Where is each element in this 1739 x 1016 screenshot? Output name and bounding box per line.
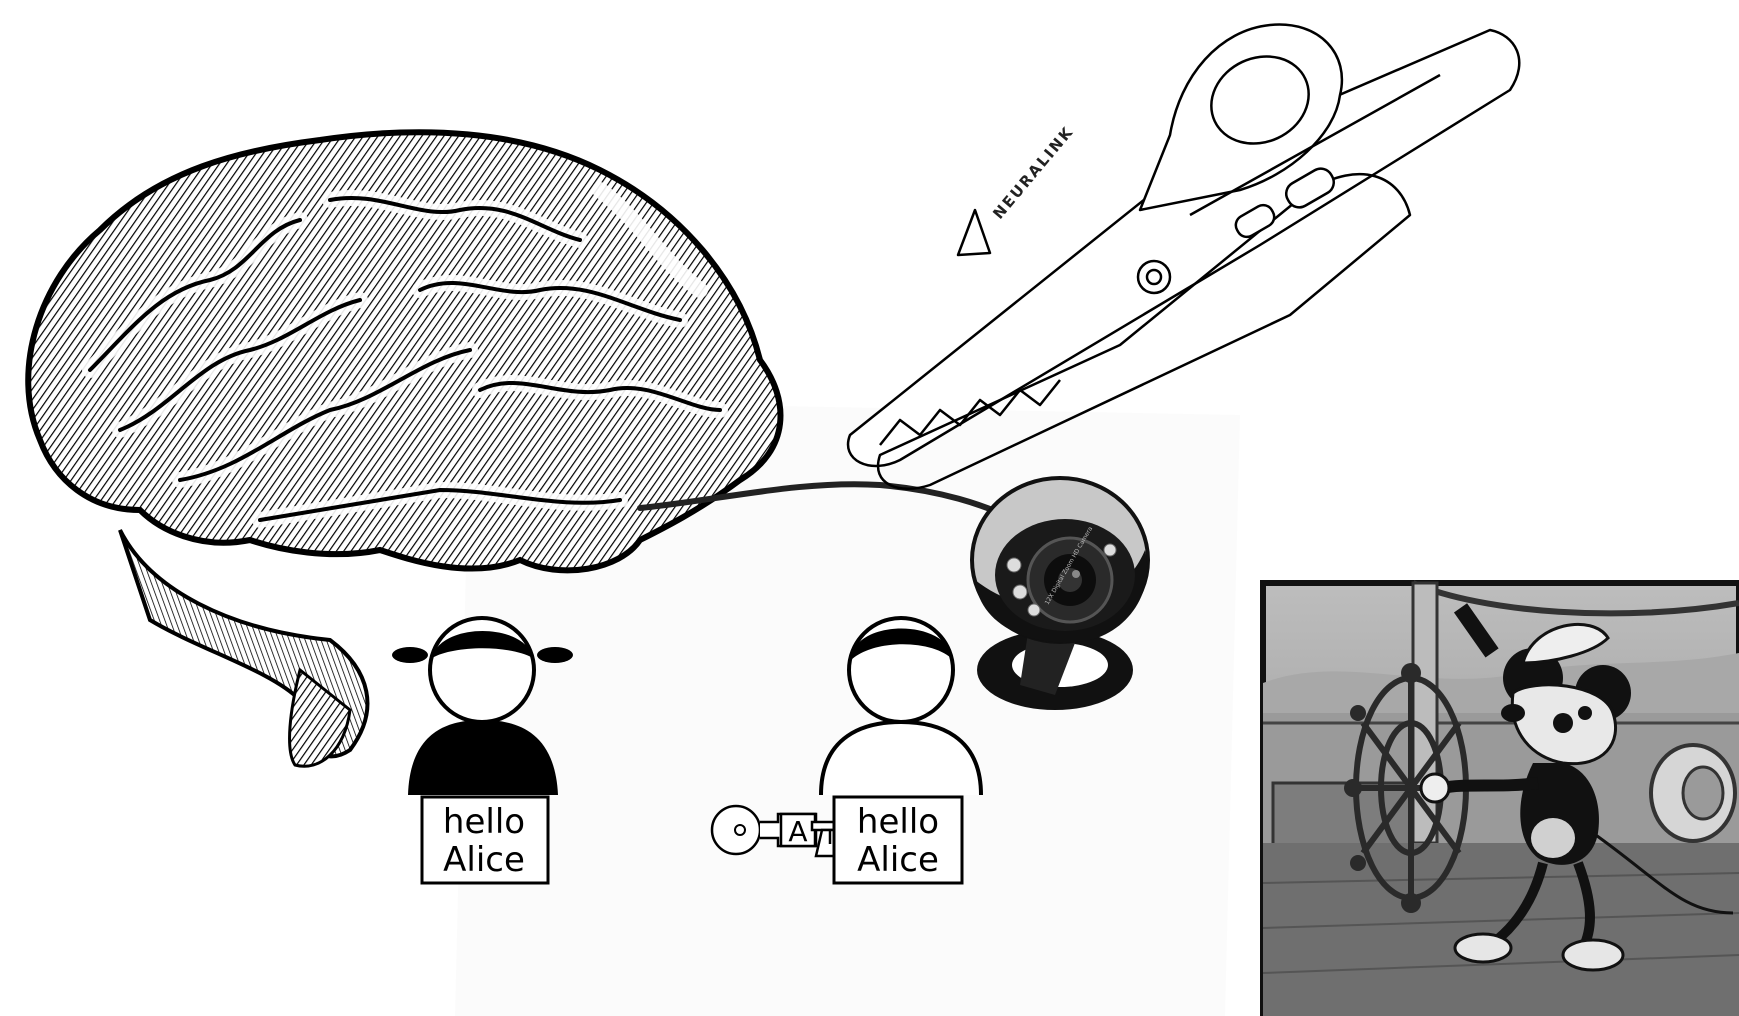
message-box-left: hello Alice xyxy=(420,795,550,887)
person-icon-right xyxy=(815,610,990,795)
key-label: A xyxy=(788,815,807,848)
message-right-line2: Alice xyxy=(857,840,939,880)
person-icon xyxy=(380,610,580,795)
message-right-line1: hello xyxy=(857,802,939,842)
cartoon-still-image xyxy=(1263,583,1739,1016)
webcam-icon: 12X Digital Zoom HD Camera xyxy=(960,470,1160,730)
clip-brand-label: NEURALINK xyxy=(989,123,1077,223)
message-left-line1: hello xyxy=(443,802,525,842)
message-box-right: hello Alice xyxy=(832,795,964,887)
message-left-line2: Alice xyxy=(443,840,525,880)
alligator-clip-icon: NEURALINK xyxy=(840,15,1530,495)
